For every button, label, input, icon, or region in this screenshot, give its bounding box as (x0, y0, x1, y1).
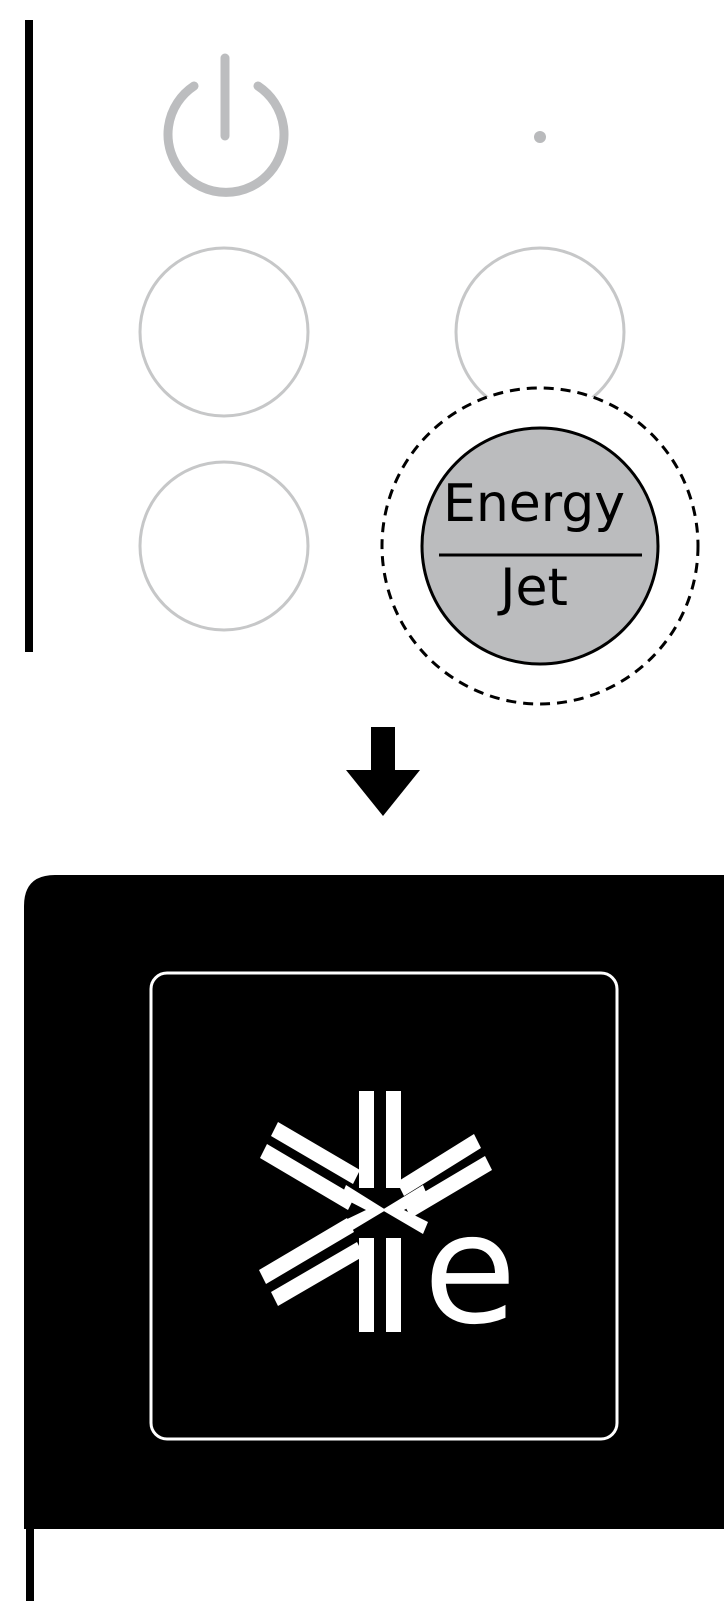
display-panel: e (24, 875, 724, 1529)
energy-e-glyph: e (423, 1181, 517, 1358)
indicator-dot-icon (534, 131, 546, 143)
display-background (24, 875, 724, 1529)
energy-jet-snowflake-e-icon: e (259, 1091, 517, 1358)
panel-button-top-left[interactable] (138, 246, 310, 418)
panel-button-bottom-left[interactable] (138, 460, 310, 632)
energy-jet-label-top: Energy (442, 474, 626, 534)
arrow-down-icon (346, 727, 420, 816)
power-icon (163, 53, 289, 197)
energy-jet-label-bottom: Jet (500, 558, 568, 618)
energy-jet-button[interactable] (420, 426, 660, 666)
control-panel (25, 20, 700, 706)
display-icon-frame (149, 971, 619, 1441)
